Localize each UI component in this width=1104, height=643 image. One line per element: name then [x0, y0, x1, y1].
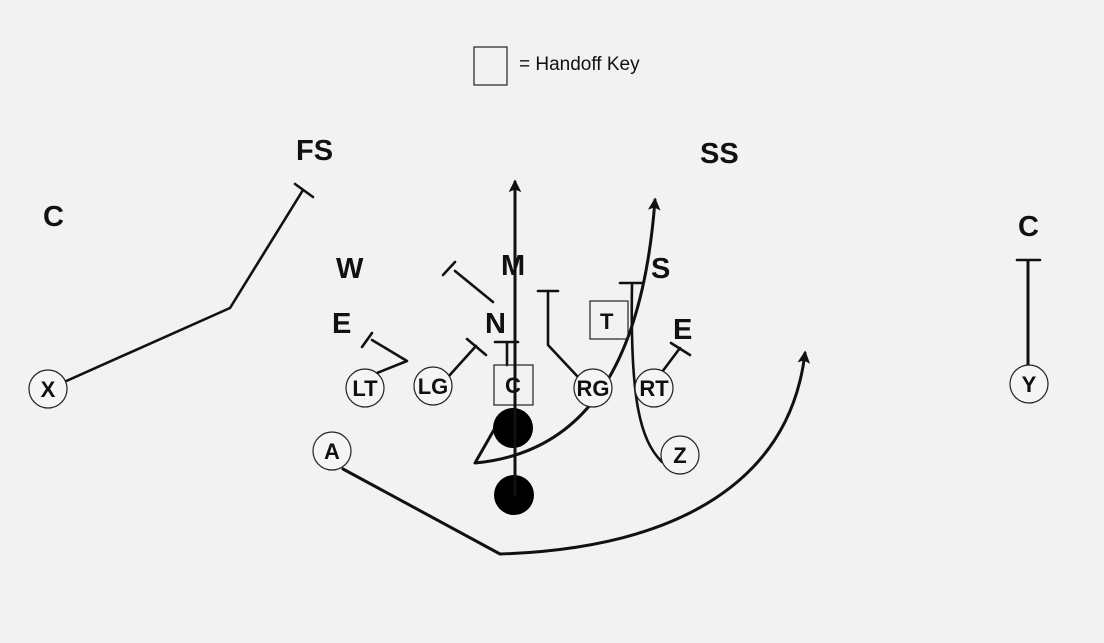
n-block-tbar [441, 260, 457, 277]
x-route [62, 188, 305, 384]
defender-tackle-handoff-key: T [589, 300, 629, 340]
defender-sam: S [651, 253, 670, 285]
player-x: X [28, 369, 68, 409]
n-route [453, 269, 495, 304]
player-y: Y [1009, 364, 1049, 404]
lt-route [370, 338, 409, 375]
rg-route [546, 289, 580, 379]
x-block-tbar [293, 182, 315, 199]
lg-block-tbar [465, 337, 488, 357]
quarterback-dot [493, 408, 533, 448]
defender-corner-right: C [1018, 211, 1039, 243]
defender-end-right: E [673, 314, 692, 346]
offense: X LT LG C RG RT Y A [28, 363, 1049, 515]
svg-text:Y: Y [1022, 372, 1037, 397]
svg-text:RG: RG [577, 376, 610, 401]
svg-text:LG: LG [418, 374, 449, 399]
lg-route [446, 344, 478, 379]
player-lg: LG [413, 366, 453, 406]
defender-nose: N [485, 308, 506, 340]
defender-fs: FS [296, 135, 333, 167]
defender-tackle: T [600, 309, 614, 334]
svg-text:A: A [324, 439, 340, 464]
player-rg: RG [573, 368, 613, 408]
player-a: A [312, 431, 352, 471]
player-lt: LT [345, 368, 385, 408]
defender-end-left: E [332, 308, 351, 340]
handoff-key-symbol [473, 46, 508, 86]
svg-text:RT: RT [639, 376, 669, 401]
svg-text:Z: Z [673, 443, 686, 468]
defender-mike: M [501, 250, 525, 282]
svg-text:C: C [505, 373, 521, 398]
counter-route [473, 197, 661, 465]
defense: FS SS C C W M S E E N T [43, 135, 1039, 346]
player-z: Z [660, 435, 700, 475]
legend-text: = Handoff Key [519, 54, 640, 75]
svg-text:LT: LT [352, 376, 378, 401]
player-center-handoff-key: C [493, 363, 534, 407]
a-route [341, 350, 811, 556]
rt-route [660, 346, 682, 374]
legend: = Handoff Key [473, 46, 640, 86]
defender-will: W [336, 253, 364, 285]
player-rt: RT [634, 368, 674, 408]
lt-block-tbar [360, 331, 374, 349]
svg-text:X: X [41, 377, 56, 402]
defender-ss: SS [700, 138, 739, 170]
routes [62, 179, 1042, 556]
defender-corner-left: C [43, 201, 64, 233]
rt-block-tbar [669, 341, 692, 357]
